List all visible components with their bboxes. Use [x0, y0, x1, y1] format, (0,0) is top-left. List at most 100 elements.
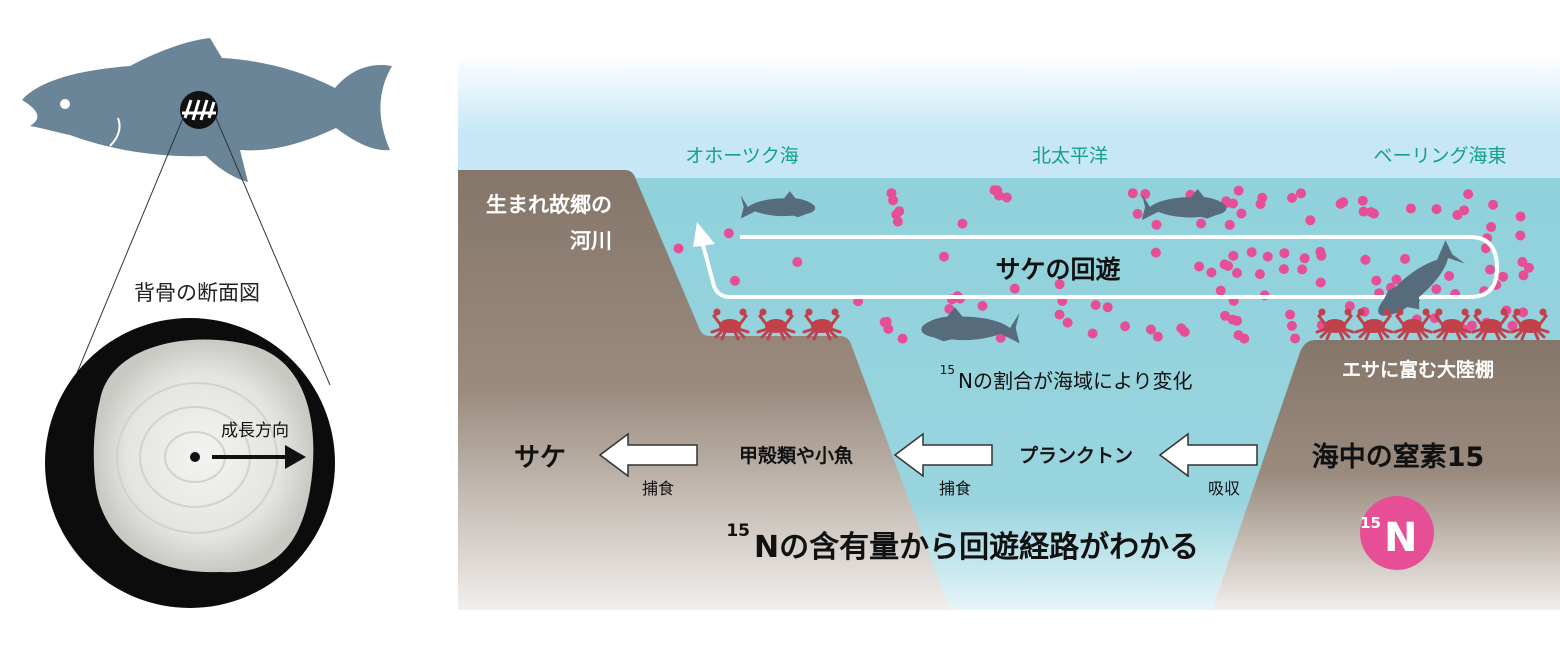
nitrogen-dot [1357, 195, 1368, 206]
nitrogen-dot [1102, 302, 1113, 313]
nitrogen-dot [1194, 261, 1205, 272]
nitrogen-dot [1246, 247, 1257, 258]
food-chain-plankton: プランクトン [1019, 444, 1133, 467]
nitrogen-dot [1466, 320, 1477, 331]
nitrogen-dot [1132, 208, 1143, 219]
nitrogen-dot [1488, 199, 1499, 210]
nitrogen-dot [888, 195, 899, 206]
n15-ratio-label: Nの割合が海域により変化 [958, 369, 1193, 393]
home-river-label-2: 河川 [570, 229, 612, 253]
nitrogen-dot [892, 216, 903, 227]
nitrogen-dot [1127, 188, 1138, 199]
nitrogen-dot [1196, 218, 1207, 229]
nitrogen-dot [1315, 277, 1326, 288]
arrow-left-icon [598, 432, 698, 478]
nitrogen-dot [1279, 248, 1290, 259]
n15-conclusion: Nの含有量から回遊経路がわかる [754, 530, 1199, 565]
nitrogen-dot [1062, 317, 1073, 328]
nitrogen-dot [1335, 198, 1346, 209]
nitrogen-dot [1405, 203, 1416, 214]
nitrogen-dot [1297, 264, 1308, 275]
nitrogen-dot [1278, 264, 1289, 275]
nitrogen-dot [879, 317, 890, 328]
nitrogen-dot [1233, 185, 1244, 196]
home-river-label-1: 生まれ故郷の [486, 193, 612, 217]
nitrogen-dot [1316, 250, 1327, 261]
food-chain-salmon: サケ [514, 443, 566, 473]
nitrogen-dot [1219, 259, 1230, 270]
nitrogen-dot [995, 332, 1006, 343]
arrow-left-icon [1158, 432, 1258, 478]
nitrogen-dot [1286, 320, 1297, 331]
nitrogen-dot [1232, 268, 1242, 278]
migration-label: サケの回遊 [995, 255, 1120, 284]
nitrogen-dot [1120, 321, 1131, 332]
nitrogen-dot [723, 228, 734, 239]
food-chain-nitrogen15: 海中の窒素15 [1312, 441, 1485, 473]
nitrogen-dot [1255, 199, 1266, 209]
growth-direction-label: 成長方向 [221, 421, 289, 441]
nitrogen-dot [1254, 269, 1265, 280]
nitrogen-dot [897, 333, 908, 344]
nitrogen-dot [1400, 253, 1411, 264]
nitrogen-dot [1239, 333, 1250, 344]
nitrogen-dot [1507, 320, 1518, 331]
sky-band [458, 55, 1560, 185]
nitrogen-dot [1009, 283, 1020, 294]
nitrogen-dot [1452, 210, 1463, 220]
nitrogen-dot [1220, 310, 1231, 321]
nitrogen-dot [1140, 189, 1151, 200]
backbone-cross-section [45, 318, 335, 608]
nitrogen-dot [1087, 328, 1098, 339]
nitrogen-dot [1444, 271, 1455, 281]
zoom-line-right [215, 117, 331, 386]
predation-label-2: 捕食 [939, 479, 971, 498]
nitrogen-dot [1391, 274, 1402, 285]
n15-badge: 15 N [1360, 496, 1434, 570]
nitrogen-dot [1001, 192, 1012, 203]
nitrogen-dot [1515, 211, 1526, 222]
n15-badge-superscript: 15 [1360, 514, 1381, 532]
nitrogen-dot [1515, 230, 1526, 241]
n15-ratio-superscript: 15 [940, 363, 955, 377]
nitrogen-dot [1463, 189, 1474, 200]
nitrogen-dot [1431, 284, 1442, 295]
nitrogen-dot [1224, 219, 1235, 230]
n15-badge-symbol: N [1384, 515, 1417, 561]
nitrogen-dot [1358, 206, 1369, 217]
growth-arrow-icon [285, 445, 306, 469]
nitrogen-dot [1285, 309, 1296, 320]
nitrogen-dot [1523, 262, 1534, 273]
nitrogen-dot [1369, 208, 1379, 219]
nitrogen-dot [1152, 331, 1163, 342]
backbone-sample-marker [180, 91, 218, 129]
nitrogen-dot [957, 218, 968, 229]
nitrogen-dot [1498, 271, 1509, 282]
left-landmass [458, 170, 950, 610]
arrow-left-icon [893, 432, 993, 478]
nitrogen-dot [1206, 267, 1217, 278]
cross-section-label: 背骨の断面図 [134, 281, 260, 305]
nitrogen-dot [1518, 307, 1529, 318]
nitrogen-dot [1518, 270, 1529, 281]
nitrogen-dot [1150, 247, 1161, 258]
nitrogen-dot [1228, 250, 1239, 261]
nitrogen-dot [1262, 251, 1273, 262]
nitrogen-dot [1305, 215, 1316, 226]
region-north-pacific: 北太平洋 [1032, 145, 1108, 167]
nitrogen-dot [992, 185, 1003, 196]
nitrogen-dot [673, 243, 684, 254]
nitrogen-dot [730, 275, 740, 286]
nitrogen-dot [1236, 208, 1247, 219]
arrowhead-icon [693, 222, 715, 247]
food-chain-crustaceans: 甲殻類や小魚 [739, 444, 853, 467]
nitrogen-dot [1290, 333, 1301, 344]
nitrogen-dot [1054, 279, 1065, 290]
nitrogen-dot [1360, 254, 1371, 265]
nitrogen-dot [1151, 219, 1162, 230]
nitrogen-dot [1215, 285, 1226, 296]
nitrogen-dot [1176, 323, 1187, 334]
region-bering-east: ベーリング海東 [1373, 145, 1506, 167]
continental-shelf-label: エサに富む大陸棚 [1342, 358, 1494, 381]
